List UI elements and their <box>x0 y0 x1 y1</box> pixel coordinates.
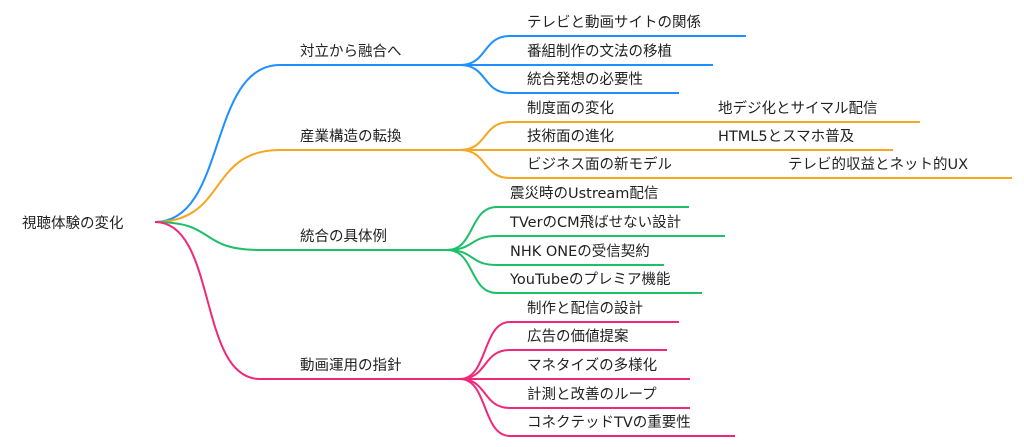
branch-connector <box>154 221 447 251</box>
child-connector <box>446 206 689 251</box>
child-node[interactable]: テレビと動画サイトの関係 <box>527 15 701 31</box>
child-node[interactable]: 統合発想の必要性 <box>527 72 643 88</box>
child-node[interactable]: TVerのCM飛ばせない設計 <box>510 215 682 231</box>
detail-node[interactable]: テレビ的収益とネット的UX <box>788 157 969 173</box>
child-node[interactable]: 技術面の進化 <box>527 129 614 145</box>
root-node[interactable]: 視聴体験の変化 <box>22 216 124 232</box>
child-node[interactable]: ビジネス面の新モデル <box>527 157 672 173</box>
child-node[interactable]: コネクテッドTVの重要性 <box>527 415 691 431</box>
child-node[interactable]: 制度面の変化 <box>527 101 614 117</box>
child-connector <box>459 64 679 94</box>
detail-node[interactable]: HTML5とスマホ普及 <box>718 129 855 145</box>
child-node[interactable]: YouTubeのプレミア機能 <box>510 272 671 288</box>
branch-node[interactable]: 対立から融合へ <box>300 44 402 60</box>
child-connector <box>446 249 702 294</box>
child-node[interactable]: 制作と配信の設計 <box>527 301 643 317</box>
child-node[interactable]: 震災時のUstream配信 <box>510 186 659 202</box>
child-node[interactable]: 広告の価値提案 <box>527 329 629 345</box>
branch-node[interactable]: 統合の具体例 <box>300 229 387 245</box>
child-connector <box>459 349 667 380</box>
child-connector <box>459 321 679 380</box>
child-connector <box>459 121 920 151</box>
detail-node[interactable]: 地デジ化とサイマル配信 <box>718 101 878 117</box>
branch-connector <box>154 64 460 223</box>
branch-connector <box>154 149 460 223</box>
child-node[interactable]: 番組制作の文法の移植 <box>527 44 672 60</box>
branch-node[interactable]: 産業構造の転換 <box>300 129 402 145</box>
child-node[interactable]: マネタイズの多様化 <box>527 358 658 374</box>
child-connector <box>459 149 1012 179</box>
child-node[interactable]: 計測と改善のループ <box>527 387 657 403</box>
child-connector <box>459 35 746 66</box>
branch-node[interactable]: 動画運用の指針 <box>300 358 402 374</box>
child-connector <box>459 378 735 437</box>
child-node[interactable]: NHK ONEの受信契約 <box>510 244 650 260</box>
branch-connector <box>154 221 460 380</box>
